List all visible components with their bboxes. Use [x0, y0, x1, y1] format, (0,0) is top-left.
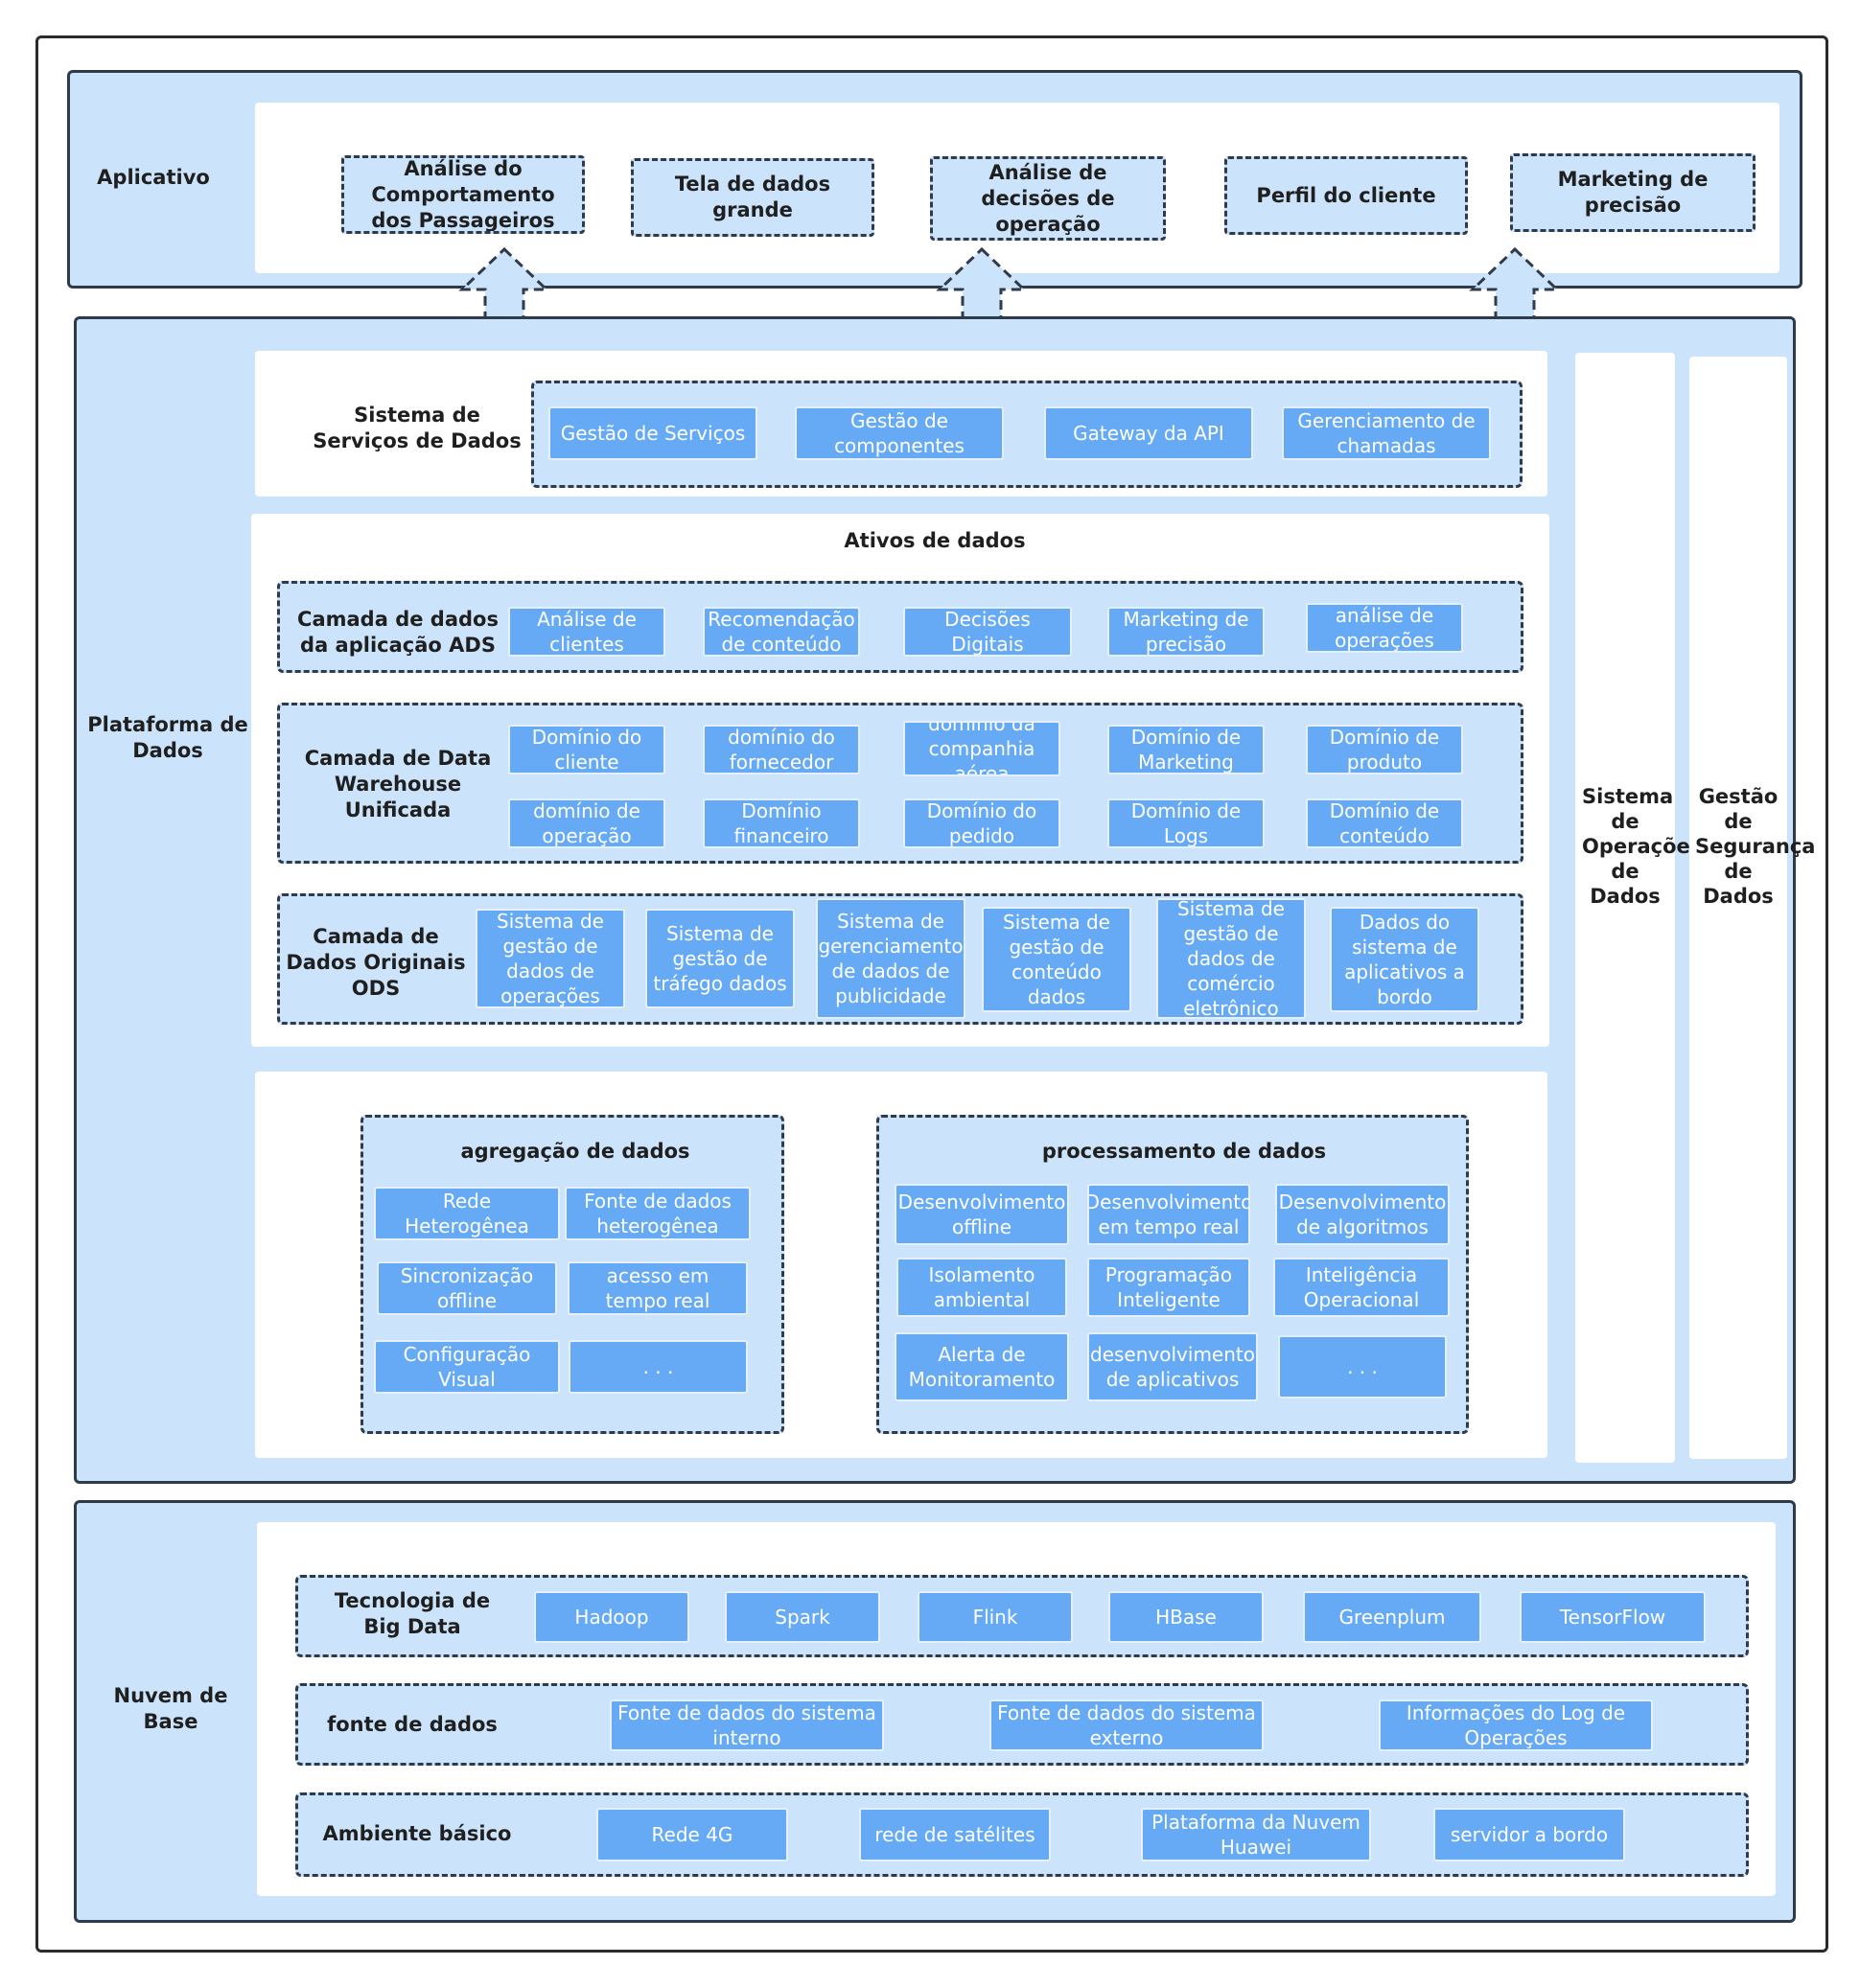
ads-digital-decisions: Decisões Digitais — [903, 607, 1072, 657]
dw-order-domain: Domínio do pedido — [903, 798, 1060, 848]
internal-system-source: Fonte de dados do sistema interno — [610, 1699, 884, 1751]
application-layer-title: Aplicativo — [97, 165, 210, 189]
data-platform-title: Plataforma de Dados — [87, 713, 248, 762]
data-assets-title: Ativos de dados — [844, 528, 1026, 552]
onboard-server: servidor a bordo — [1433, 1808, 1625, 1861]
dw-airline-domain: domínio da companhia aérea — [903, 721, 1060, 776]
hbase: HBase — [1108, 1591, 1264, 1643]
aggregation-title: agregação de dados — [460, 1139, 690, 1163]
dw-title: Camada de Data Warehouse Unificada — [304, 746, 492, 821]
external-system-source: Fonte de dados do sistema externo — [989, 1699, 1264, 1751]
ods-advertising-system: Sistema de gerenciamento de dados de pub… — [816, 898, 965, 1019]
ads-title: Camada de dados da aplicação ADS — [297, 608, 499, 657]
dw-product-domain: Domínio de produto — [1306, 725, 1463, 774]
processing-more: . . . — [1278, 1335, 1447, 1399]
algorithm-development: Desenvolvimento de algoritmos — [1275, 1184, 1450, 1245]
ads-customer-analysis: Análise de clientes — [508, 607, 665, 657]
greenplum: Greenplum — [1303, 1591, 1481, 1643]
ods-title: Camada de Dados Originais ODS — [286, 924, 466, 1000]
processing-title: processamento de dados — [1041, 1139, 1327, 1163]
satellite-network: rede de satélites — [859, 1808, 1051, 1861]
ods-ecommerce-system: Sistema de gestão de dados de comércio e… — [1156, 898, 1306, 1019]
app-item-passenger-behavior: Análise do Comportamento dos Passageiros — [341, 155, 585, 234]
environment-isolation: Isolamento ambiental — [896, 1258, 1067, 1317]
component-management: Gestão de componentes — [795, 406, 1004, 460]
basic-environment-title: Ambiente básico — [322, 1821, 512, 1845]
dw-marketing-domain: Domínio de Marketing — [1107, 725, 1265, 774]
service-management: Gestão de Serviços — [548, 406, 757, 460]
application-development: desenvolvimento de aplicativos — [1087, 1332, 1258, 1401]
operational-intelligence: Inteligência Operacional — [1273, 1258, 1450, 1317]
app-item-operation-decisions: Análise de decisões de operação — [930, 156, 1166, 241]
monitoring-alert: Alerta de Monitoramento — [895, 1332, 1069, 1401]
4g-network: Rede 4G — [596, 1808, 788, 1861]
api-gateway: Gateway da API — [1044, 406, 1253, 460]
dw-financial-domain: Domínio financeiro — [703, 798, 860, 848]
data-security-column — [1689, 357, 1787, 1459]
offline-sync: Sincronização offline — [377, 1261, 557, 1315]
data-sources-title: fonte de dados — [327, 1712, 498, 1736]
bigdata-title: Tecnologia de Big Data — [334, 1589, 491, 1638]
up-arrow-icon — [1469, 246, 1561, 339]
services-title: Sistema de Serviços de Dados — [313, 404, 522, 452]
dw-content-domain: Domínio de conteúdo — [1306, 798, 1463, 848]
visual-configuration: Configuração Visual — [374, 1340, 560, 1394]
dw-customer-domain: Domínio do cliente — [508, 725, 665, 774]
tensorflow: TensorFlow — [1520, 1591, 1706, 1643]
dw-operation-domain: domínio de operação — [508, 798, 665, 848]
huawei-cloud-platform: Plataforma da Nuvem Huawei — [1141, 1808, 1371, 1861]
offline-development: Desenvolvimento offline — [895, 1184, 1069, 1245]
ods-onboard-apps-system: Dados do sistema de aplicativos a bordo — [1330, 907, 1479, 1012]
realtime-development: Desenvolvimento em tempo real — [1087, 1184, 1250, 1245]
realtime-access: acesso em tempo real — [568, 1261, 748, 1315]
ads-precision-marketing: Marketing de precisão — [1107, 607, 1265, 657]
dw-logs-domain: Domínio de Logs — [1107, 798, 1265, 848]
data-operations-title: Sistema de Operações de Dados — [1582, 785, 1703, 908]
ods-operations-system: Sistema de gestão de dados de operações — [476, 909, 625, 1008]
app-item-big-screen: Tela de dados grande — [631, 158, 874, 237]
hadoop: Hadoop — [534, 1591, 689, 1643]
app-item-customer-profile: Perfil do cliente — [1224, 156, 1468, 235]
data-operations-column — [1575, 353, 1675, 1463]
flink: Flink — [918, 1591, 1073, 1643]
operations-log-info: Informações do Log de Operações — [1379, 1699, 1653, 1751]
data-security-title: Gestão de Segurança de Dados — [1695, 785, 1816, 908]
heterogeneous-network: Rede Heterogênea — [374, 1187, 560, 1240]
heterogeneous-data-source: Fonte de dados heterogênea — [565, 1187, 751, 1240]
intelligent-scheduling: Programação Inteligente — [1087, 1258, 1250, 1317]
app-item-precision-marketing: Marketing de precisão — [1510, 153, 1755, 232]
up-arrow-icon — [936, 246, 1028, 339]
ods-content-system: Sistema de gestão de conteúdo dados — [982, 907, 1131, 1012]
aggregation-more: . . . — [569, 1340, 748, 1394]
call-management: Gerenciamento de chamadas — [1282, 406, 1491, 460]
ads-operations-analysis: análise de operações — [1306, 603, 1463, 653]
dw-supplier-domain: domínio do fornecedor — [703, 725, 860, 774]
up-arrow-icon — [458, 246, 550, 339]
spark: Spark — [725, 1591, 880, 1643]
ads-content-recommendation: Recomendação de conteúdo — [703, 607, 860, 657]
base-cloud-title: Nuvem de Base — [113, 1684, 228, 1733]
ods-traffic-system: Sistema de gestão de tráfego dados — [645, 909, 795, 1008]
